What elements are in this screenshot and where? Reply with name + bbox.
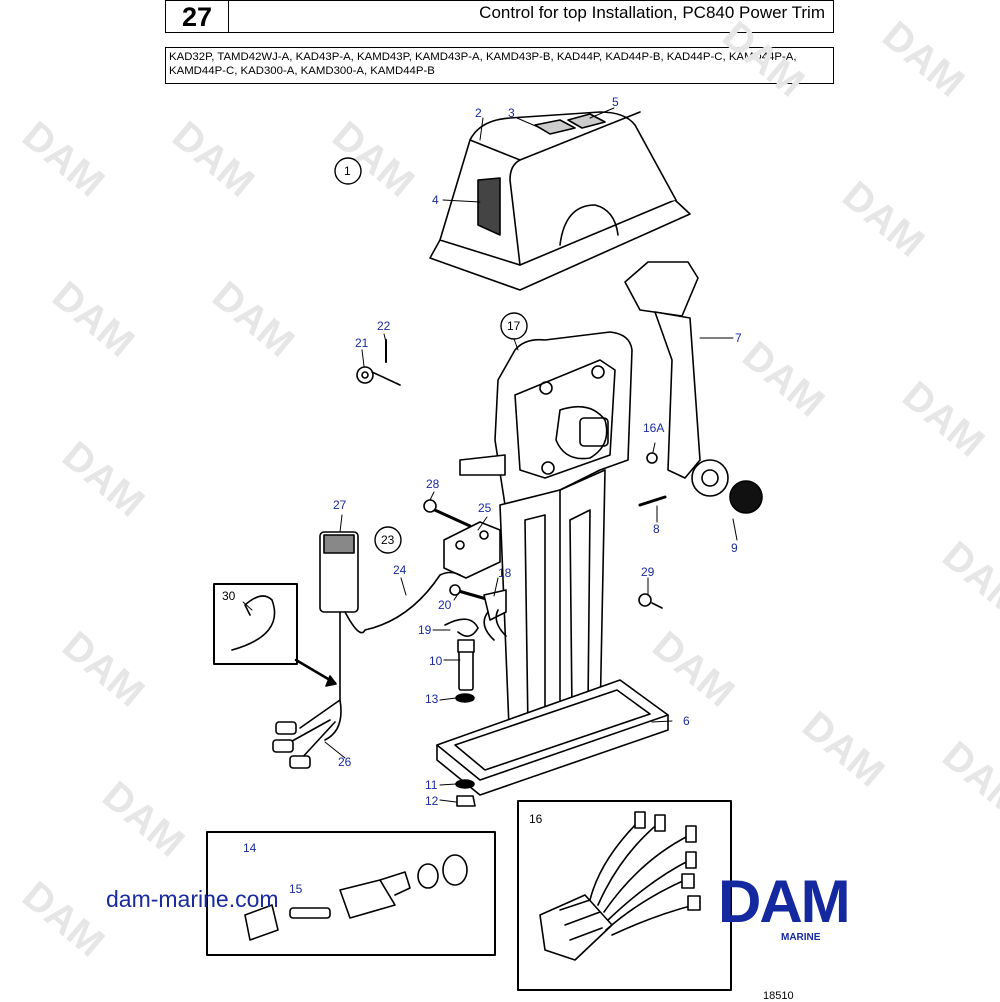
page-number: 27 — [166, 1, 229, 32]
callout-4: 4 — [432, 193, 439, 207]
callout-30: 30 — [222, 589, 236, 603]
callout-3: 3 — [508, 106, 515, 120]
callout-15: 15 — [289, 882, 303, 896]
callout-16a: 16A — [643, 421, 664, 435]
callout-7: 7 — [735, 331, 742, 345]
dam-logo-subtitle: MARINE — [781, 932, 821, 943]
model-list-line-1: KAD32P, TAMD42WJ-A, KAD43P-A, KAMD43P, K… — [169, 51, 797, 63]
drawing-number: 18510 — [763, 990, 794, 1002]
watermark: DAM — [204, 273, 302, 365]
callout-27: 27 — [333, 498, 347, 512]
callout-2: 2 — [475, 106, 482, 120]
watermark: DAM — [714, 13, 812, 105]
callout-circle-17 — [500, 312, 528, 340]
watermark: DAM — [644, 623, 742, 715]
part-drawings — [206, 107, 763, 991]
callout-18: 18 — [498, 566, 512, 580]
control-housing — [459, 331, 633, 506]
watermark: DAM — [324, 113, 422, 205]
callout-29: 29 — [641, 565, 655, 579]
callout-28: 28 — [426, 477, 440, 491]
callout-22: 22 — [377, 319, 391, 333]
callout-12: 12 — [425, 794, 439, 808]
switch-assembly — [423, 499, 507, 641]
callout-19: 19 — [418, 623, 432, 637]
callout-25: 25 — [478, 501, 492, 515]
callout-10: 10 — [429, 654, 443, 668]
callout-1: 1 — [344, 164, 351, 178]
watermark: DAM — [894, 373, 992, 465]
watermark: DAM — [44, 273, 142, 365]
control-lever — [624, 261, 763, 514]
watermark: DAM — [54, 433, 152, 525]
callout-8: 8 — [653, 522, 660, 536]
watermark: DAM — [794, 703, 892, 795]
watermark: DAM — [834, 173, 932, 265]
callout-circle-23 — [374, 526, 402, 554]
callout-23: 23 — [381, 533, 395, 547]
callout-9: 9 — [731, 541, 738, 555]
control-base — [436, 679, 669, 796]
watermark: DAM — [164, 113, 262, 205]
callout-13: 13 — [425, 692, 439, 706]
callout-24: 24 — [393, 563, 407, 577]
callout-21: 21 — [355, 336, 369, 350]
watermark: DAM — [14, 113, 112, 205]
page-header: 27 Control for top Installation, PC840 P… — [165, 0, 834, 33]
callout-6: 6 — [683, 714, 690, 728]
control-cover — [429, 111, 691, 291]
callout-16: 16 — [529, 812, 543, 826]
callout-26: 26 — [338, 755, 352, 769]
watermark: DAM — [734, 333, 832, 425]
model-list-line-2: KAMD44P-C, KAD300-A, KAMD300-A, KAMD44P-… — [169, 65, 435, 77]
callout-17: 17 — [507, 319, 521, 333]
inset-fuse-holder — [206, 831, 496, 956]
callout-5: 5 — [612, 95, 619, 109]
dam-logo: DAM — [718, 868, 851, 935]
callout-11: 11 — [425, 778, 438, 792]
watermark: DAM — [14, 873, 112, 965]
watermark: DAM — [934, 733, 1000, 825]
leader-lines — [242, 107, 738, 803]
callout-labels: 1 2 3 4 5 6 7 8 9 10 11 12 13 14 15 16 1… — [222, 95, 742, 896]
page-title: Control for top Installation, PC840 Powe… — [479, 3, 825, 22]
buzzer-and-cable — [272, 531, 461, 769]
callout-20: 20 — [438, 598, 452, 612]
inset-wiring-harness — [517, 800, 732, 991]
callout-circle-1 — [334, 157, 362, 185]
watermark: DAM — [874, 13, 972, 105]
watermark: DAM — [934, 533, 1000, 625]
watermark: DAM — [94, 773, 192, 865]
watermark: DAM — [54, 623, 152, 715]
callout-14: 14 — [243, 841, 257, 855]
website-link[interactable]: dam-marine.com — [106, 886, 279, 912]
inset-cable-tie — [213, 583, 298, 665]
model-list: KAD32P, TAMD42WJ-A, KAD43P-A, KAMD43P, K… — [165, 47, 834, 84]
